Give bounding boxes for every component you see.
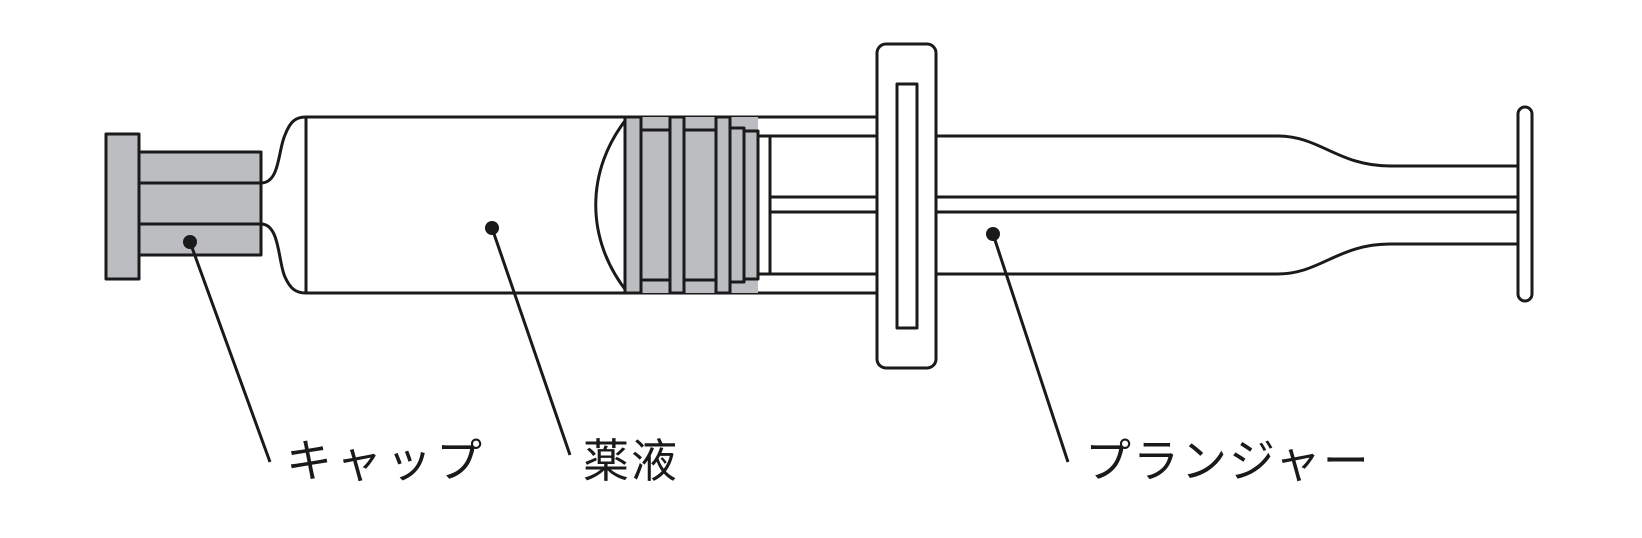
solution-label: 薬液 [583, 434, 679, 488]
solution-dot [485, 221, 499, 235]
leader-line-plunger [991, 233, 1070, 463]
barrel-neck [260, 115, 307, 295]
plunger-label: プランジャー [1085, 434, 1371, 488]
gasket [594, 115, 760, 295]
cap [104, 132, 263, 281]
plunger-rod [936, 134, 1518, 276]
plunger-rod-inner [758, 134, 877, 276]
leader-line-solution [490, 227, 572, 456]
cap-dot [183, 235, 197, 249]
barrel [304, 115, 877, 295]
finger-flange [875, 42, 938, 370]
cap-label: キャップ [286, 434, 486, 488]
leader-line-cap [188, 241, 272, 463]
plunger-dot [986, 227, 1000, 241]
thumb-press [1516, 105, 1534, 303]
